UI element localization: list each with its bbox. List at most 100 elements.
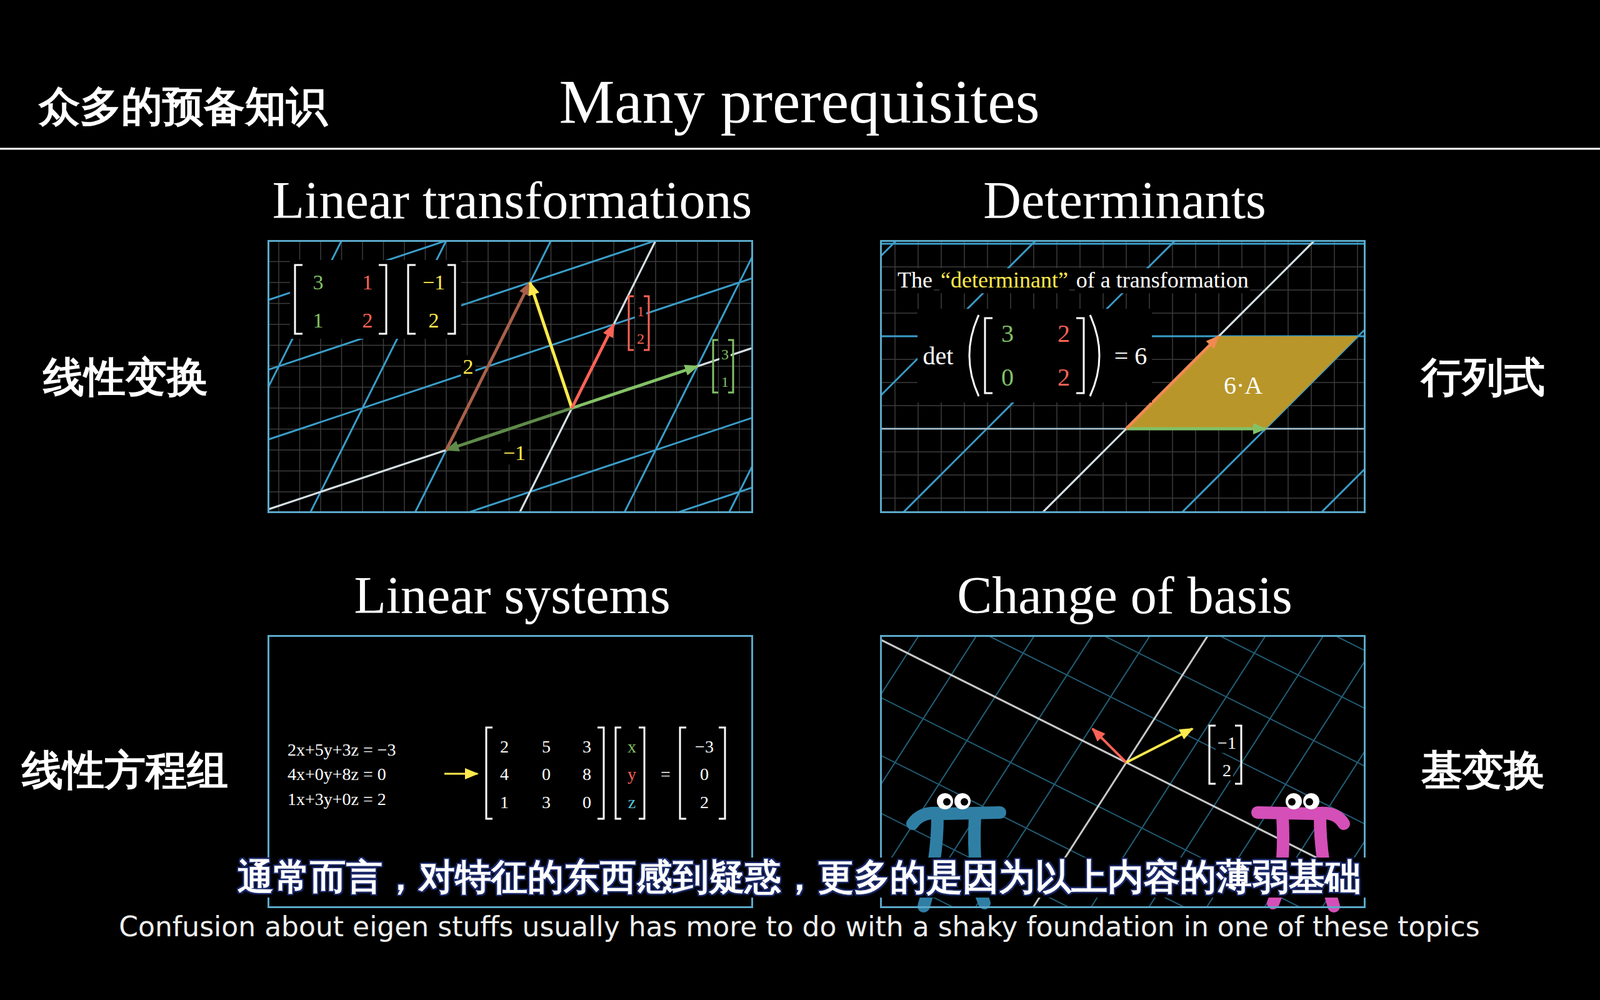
grid-group xyxy=(880,635,1366,909)
grid-line xyxy=(696,240,699,514)
grid-group xyxy=(880,240,1366,514)
chinese-heading: 众多的预备知识 xyxy=(38,84,328,130)
grid-line xyxy=(655,240,657,514)
math-text: 1 xyxy=(498,793,511,813)
grid-line xyxy=(676,240,678,514)
caption-row: The“determinant”of a transformation xyxy=(896,268,1250,294)
matrix-backdrop xyxy=(290,260,462,339)
bracket xyxy=(1209,725,1216,784)
grid-line xyxy=(267,240,754,514)
chinese-label: 线性方程组 xyxy=(21,748,229,794)
header-rule xyxy=(0,148,1600,150)
grid-line xyxy=(880,635,1366,850)
math-text: −1 xyxy=(501,441,528,465)
grid-line xyxy=(267,240,614,514)
grid-line xyxy=(267,470,754,472)
grid-line xyxy=(530,240,754,514)
math-text: 0 xyxy=(698,765,711,785)
illustration-panel: Linear transformations31−112212231−1 xyxy=(267,240,754,514)
illustration-panel: DeterminantsThe“determinant”of a transfo… xyxy=(880,240,1366,514)
panel-title: Linear transformations xyxy=(272,171,752,230)
pi-eye xyxy=(954,793,971,810)
grid-line xyxy=(880,635,1366,719)
panel-art xyxy=(131,0,1600,867)
math-text: 0 xyxy=(540,765,553,785)
grid-line xyxy=(880,635,1366,763)
panel-title: Determinants xyxy=(983,171,1267,230)
pi-body xyxy=(1257,812,1344,824)
arrow xyxy=(444,773,478,775)
grid-line xyxy=(267,408,754,514)
grid-line xyxy=(880,806,1366,909)
bracket xyxy=(408,265,416,334)
bracket xyxy=(628,296,634,350)
grid-line xyxy=(613,240,615,514)
grid-line xyxy=(880,240,1366,514)
grid-line xyxy=(267,240,754,514)
math-text: 2 xyxy=(1055,363,1072,392)
bracket-group xyxy=(444,727,725,819)
math-text: det xyxy=(921,342,956,370)
grid-line xyxy=(880,428,1366,430)
math-text: 3 xyxy=(540,793,553,813)
math-text: 2 xyxy=(360,308,375,332)
panel-caption: The xyxy=(896,268,934,294)
math-text: 1 xyxy=(635,303,647,320)
parenthesis xyxy=(1090,315,1100,397)
math-text: z xyxy=(626,793,638,813)
grid-line xyxy=(508,240,510,514)
grid-line xyxy=(592,240,594,514)
math-text: 2 xyxy=(498,737,511,757)
math-text: = 6 xyxy=(1112,342,1150,370)
pi-pupil xyxy=(943,798,951,806)
grid-line xyxy=(267,240,754,514)
grid-line xyxy=(267,240,754,514)
grid-line xyxy=(278,240,280,514)
math-text: = xyxy=(658,765,673,785)
grid-line xyxy=(267,365,754,367)
math-text: 3 xyxy=(311,270,326,294)
bracket xyxy=(713,340,719,393)
grid-line xyxy=(880,762,1366,909)
vector-arrow xyxy=(530,282,572,409)
pi-pupil xyxy=(960,798,969,806)
grid-line xyxy=(880,635,1366,807)
grid-line xyxy=(571,240,573,514)
math-text: 1 xyxy=(360,270,375,294)
pi-eye xyxy=(936,793,954,810)
math-text: −3 xyxy=(693,737,716,757)
grid-line xyxy=(880,850,1366,909)
bracket xyxy=(295,265,303,334)
pi-eye xyxy=(1285,793,1302,810)
bracket xyxy=(447,265,455,334)
panel-caption: of a transformation xyxy=(1075,268,1250,294)
bracket-group xyxy=(290,260,734,393)
pi-pupil xyxy=(1305,798,1314,806)
subtitle: Confusion about eigen stuffs usually has… xyxy=(118,911,1480,942)
grid-line xyxy=(880,497,1366,499)
chinese-label: 行列式 xyxy=(1421,355,1545,401)
math-text: −1 xyxy=(420,270,447,294)
math-text: 3 xyxy=(719,346,731,363)
grid-line xyxy=(267,407,754,409)
grid-line xyxy=(894,240,896,514)
axis-line xyxy=(880,428,1366,430)
panel-title: Change of basis xyxy=(956,566,1293,625)
pi-pupil xyxy=(1288,798,1296,806)
math-text: 4 xyxy=(498,765,511,785)
grid-line xyxy=(880,266,1366,268)
math-text: 1x+3y+0z = 2 xyxy=(285,790,389,810)
math-text: x xyxy=(625,737,639,757)
parenthesis xyxy=(969,315,979,397)
pi-body xyxy=(912,812,1000,824)
math-text: 4x+0y+8z = 0 xyxy=(285,765,389,785)
grid-line xyxy=(880,405,1366,407)
grid-line xyxy=(880,428,1366,430)
panel-caption: “determinant” xyxy=(939,268,1070,294)
axis-line xyxy=(267,240,754,514)
vector-arrow xyxy=(1126,427,1266,431)
slide-title: Many prerequisites xyxy=(558,67,1040,137)
grid-line xyxy=(880,718,1366,909)
